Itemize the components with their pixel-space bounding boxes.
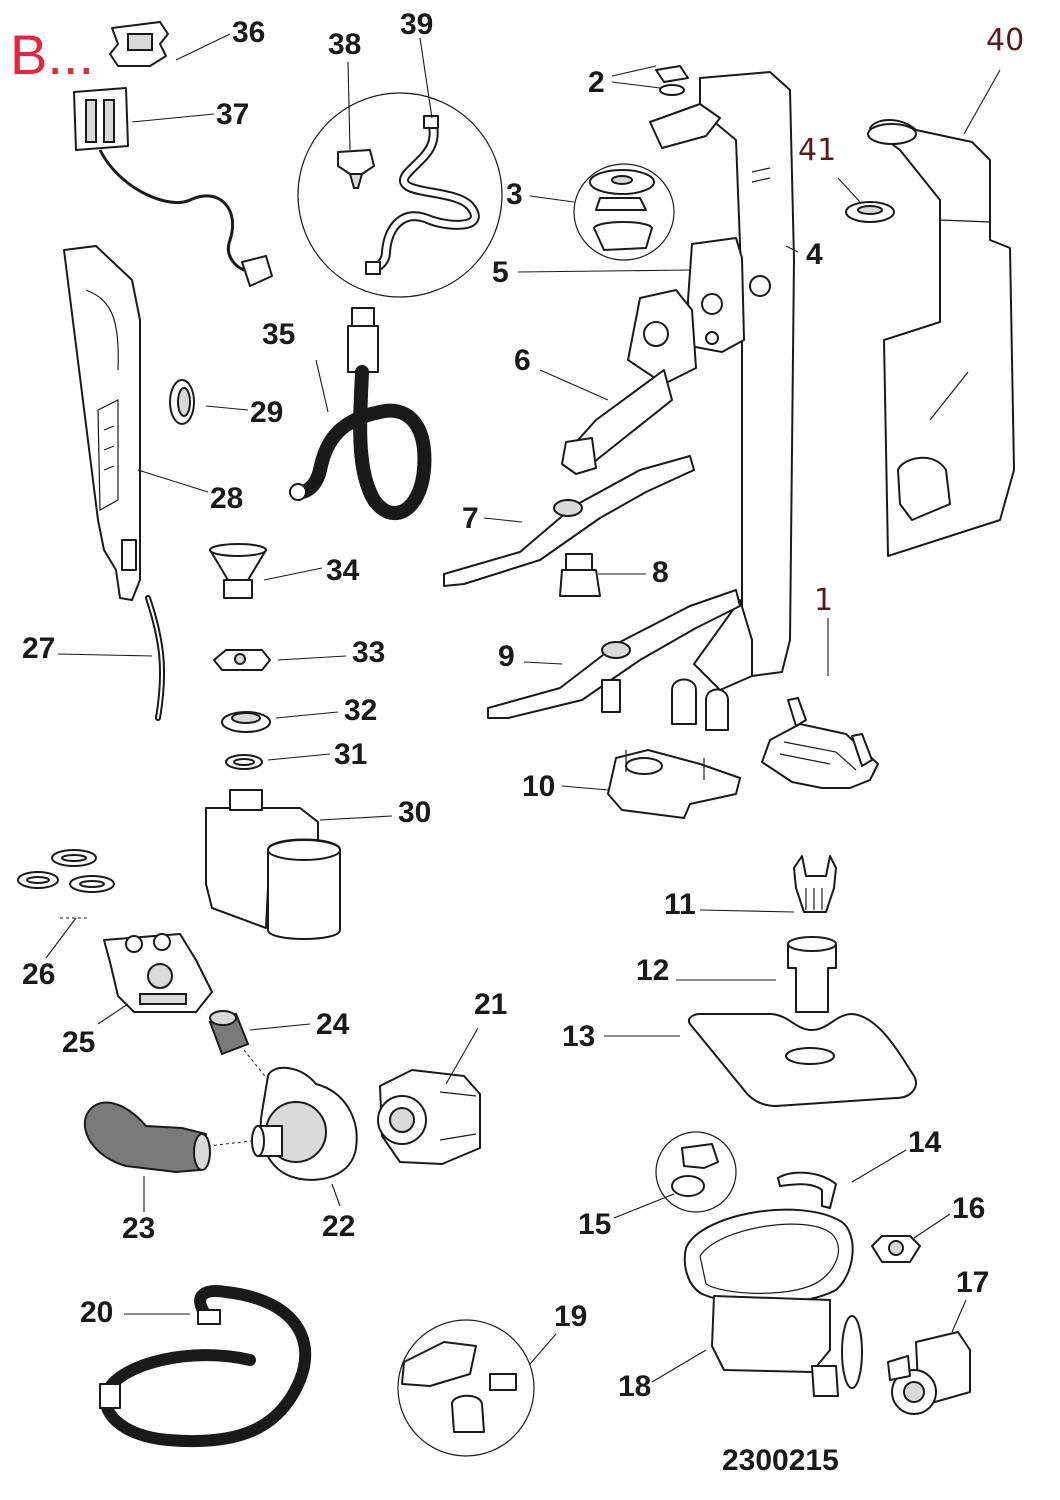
part-41-ring — [845, 201, 895, 223]
callout-30: 30 — [398, 796, 431, 829]
part-7-upper-spray-arm — [443, 455, 695, 587]
part-38-39-detail-circle — [297, 92, 503, 298]
callout-36: 36 — [232, 16, 265, 49]
callout-37: 37 — [216, 98, 249, 131]
callout-15: 15 — [578, 1208, 611, 1241]
part-17-drain-pump — [887, 1331, 971, 1415]
callout-29: 29 — [250, 396, 283, 429]
callout-24: 24 — [316, 1008, 350, 1041]
part-32-nut — [221, 711, 271, 733]
callout-9: 9 — [498, 640, 515, 673]
callout-16: 16 — [952, 1192, 985, 1225]
callouts: 36 37 38 39 35 29 28 27 34 33 32 31 30 2… — [22, 8, 1024, 1403]
callout-22: 22 — [322, 1210, 355, 1243]
drawing-code: 2300215 — [722, 1444, 839, 1477]
corner-label: B... — [10, 23, 94, 86]
part-35-inlet-hose — [289, 307, 432, 521]
callout-28: 28 — [210, 482, 243, 515]
callout-10: 10 — [522, 770, 555, 803]
callout-20: 20 — [80, 1296, 113, 1329]
part-21-motor — [377, 1069, 481, 1165]
callout-14: 14 — [908, 1126, 942, 1159]
callout-41: 41 — [798, 133, 836, 168]
part-8-spray-nozzle — [559, 553, 601, 597]
part-2-upper-nozzle — [649, 65, 721, 149]
part-26-gaskets — [17, 849, 115, 919]
callout-3: 3 — [506, 178, 523, 211]
part-4-spray-tube — [671, 71, 795, 731]
part-36-clip — [109, 21, 169, 67]
callout-17: 17 — [956, 1266, 989, 1299]
part-15-float-detail — [655, 1131, 737, 1213]
part-16-nut — [871, 1235, 921, 1263]
part-1-bracket — [761, 697, 879, 789]
part-31-gasket — [225, 754, 263, 770]
part-40-side-duct — [867, 119, 1015, 557]
part-34-funnel — [209, 543, 267, 599]
callout-13: 13 — [562, 1020, 595, 1053]
callout-32: 32 — [344, 694, 377, 727]
part-24-sleeve — [208, 1010, 269, 1081]
callout-7: 7 — [462, 502, 479, 535]
callout-21: 21 — [474, 988, 507, 1021]
callout-18: 18 — [618, 1370, 651, 1403]
part-11-filter-cup — [793, 855, 837, 913]
part-9-lower-spray-arm — [487, 589, 741, 719]
callout-25: 25 — [62, 1026, 95, 1059]
part-10-distribution-housing — [607, 749, 741, 819]
callout-31: 31 — [334, 738, 367, 771]
part-27-tube — [145, 595, 166, 721]
part-14-clip — [777, 1171, 837, 1209]
part-23-elbow-hose — [83, 1101, 261, 1174]
part-28-side-panel — [63, 245, 141, 601]
callout-19: 19 — [554, 1300, 587, 1333]
part-37-mains-cable — [73, 87, 273, 287]
callout-34: 34 — [326, 554, 360, 587]
part-22-pump-housing — [251, 1066, 358, 1181]
part-12-filter-tube — [787, 936, 837, 1013]
callout-35: 35 — [262, 318, 295, 351]
callout-12: 12 — [636, 954, 669, 987]
part-25-valve-block — [103, 933, 213, 1013]
part-13-filter-plate — [688, 1013, 917, 1107]
part-5-connector-block — [687, 237, 745, 353]
callout-26: 26 — [22, 958, 55, 991]
callout-8: 8 — [652, 556, 669, 589]
callout-38: 38 — [328, 28, 361, 61]
part-20-drain-hose — [99, 1285, 312, 1448]
leader-lines — [45, 33, 1001, 1383]
callout-2: 2 — [588, 66, 605, 99]
callout-1: 1 — [814, 583, 833, 618]
callout-5: 5 — [492, 256, 509, 289]
part-18-sump — [683, 1208, 863, 1397]
callout-4: 4 — [806, 238, 823, 271]
part-3-hub-detail — [573, 163, 675, 261]
part-33-cap — [213, 649, 271, 671]
part-19-switch-detail — [397, 1319, 535, 1457]
part-6-arm-connector — [561, 289, 697, 475]
callout-27: 27 — [22, 632, 55, 665]
part-30-salt-container — [205, 789, 341, 940]
callout-6: 6 — [514, 344, 531, 377]
callout-33: 33 — [352, 636, 385, 669]
callout-11: 11 — [664, 888, 696, 921]
callout-39: 39 — [400, 8, 433, 41]
part-29-cap — [169, 379, 195, 425]
callout-40: 40 — [986, 23, 1024, 58]
callout-23: 23 — [122, 1212, 155, 1245]
